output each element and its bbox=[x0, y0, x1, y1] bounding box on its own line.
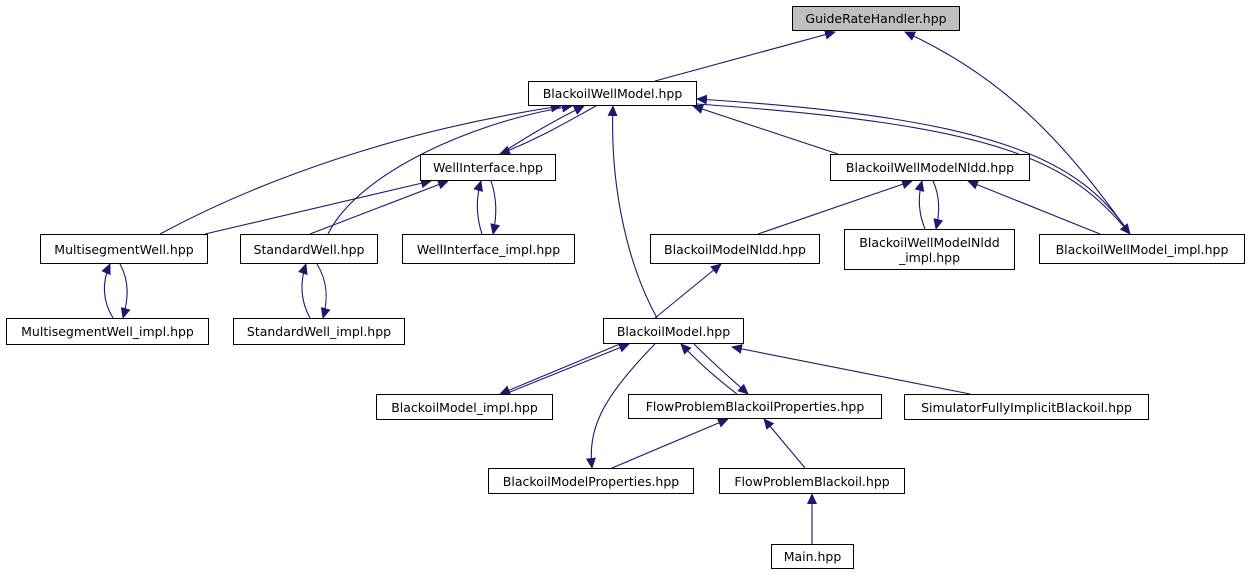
node-multisegmentwell-impl[interactable]: MultisegmentWell_impl.hpp bbox=[6, 318, 209, 345]
edge-bmnldd-bwmnldd bbox=[757, 179, 913, 235]
node-label: FlowProblemBlackoil.hpp bbox=[734, 473, 890, 489]
node-label: BlackoilWellModel.hpp bbox=[542, 86, 683, 101]
edge-sw-bwm bbox=[327, 102, 573, 235]
node-blackoilwellmodelnldd-impl[interactable]: BlackoilWellModelNldd _impl.hpp bbox=[844, 229, 1015, 270]
node-blackoilmodelproperties[interactable]: BlackoilModelProperties.hpp bbox=[488, 468, 694, 494]
node-flowproblemblackoilproperties[interactable]: FlowProblemBlackoilProperties.hpp bbox=[628, 394, 882, 419]
node-label: WellInterface_impl.hpp bbox=[416, 241, 561, 257]
node-label-line1: BlackoilWellModelNldd bbox=[859, 234, 1000, 250]
node-blackoilmodel-impl[interactable]: BlackoilModel_impl.hpp bbox=[376, 394, 553, 420]
edge-sw-wi bbox=[309, 179, 449, 235]
edge-fpb-fpbp bbox=[763, 418, 806, 469]
node-label: MultisegmentWell.hpp bbox=[54, 241, 194, 257]
edge-mswimpl-msw bbox=[101, 263, 114, 319]
edge-bm-bmimpl bbox=[499, 343, 621, 395]
node-blackoilwellmodelnldd[interactable]: BlackoilWellModelNldd.hpp bbox=[830, 154, 1030, 181]
node-label: BlackoilWellModelNldd.hpp bbox=[845, 160, 1015, 175]
edge-bwmimpl-guide bbox=[904, 31, 1131, 235]
node-label: GuideRateHandler.hpp bbox=[805, 11, 947, 26]
node-label: StandardWell.hpp bbox=[253, 241, 365, 257]
node-label: BlackoilModelProperties.hpp bbox=[502, 473, 680, 489]
edge-bwmnldd-bwmnlddimpl bbox=[932, 180, 944, 230]
edge-bwmimpl-bwmnldd bbox=[967, 180, 1101, 235]
edge-wi-wiimpl bbox=[490, 180, 501, 235]
node-flowproblemblackoil[interactable]: FlowProblemBlackoil.hpp bbox=[719, 468, 905, 494]
edge-wi-bwm bbox=[499, 105, 585, 155]
edge-sw-swimpl bbox=[316, 263, 331, 319]
node-label: Main.hpp bbox=[783, 549, 842, 564]
edge-bm-bmp bbox=[585, 343, 656, 469]
node-wellinterface[interactable]: WellInterface.hpp bbox=[420, 154, 556, 181]
node-label: WellInterface.hpp bbox=[433, 160, 543, 175]
edge-bwmimpl-bwm-a bbox=[696, 94, 1131, 235]
edge-bwm-wi bbox=[499, 105, 597, 155]
node-blackoilwellmodel-impl[interactable]: BlackoilWellModel_impl.hpp bbox=[1039, 234, 1245, 264]
edge-bwmnldd-bwm bbox=[692, 104, 839, 155]
edge-bwm-guide bbox=[654, 29, 836, 82]
node-label: SimulatorFullyImplicitBlackoil.hpp bbox=[921, 399, 1132, 415]
node-simulatorfullyimplicitblackoil[interactable]: SimulatorFullyImplicitBlackoil.hpp bbox=[904, 394, 1149, 420]
edge-bm-fpbp bbox=[693, 343, 749, 395]
node-label-line2: _impl.hpp bbox=[898, 249, 961, 265]
edge-swimpl-sw bbox=[298, 263, 311, 319]
node-label: BlackoilWellModel_impl.hpp bbox=[1055, 241, 1229, 257]
edge-bm-bmnldd bbox=[654, 263, 722, 319]
node-label: StandardWell_impl.hpp bbox=[246, 324, 392, 339]
edge-fpbp-bm bbox=[680, 343, 738, 395]
node-wellinterface-impl[interactable]: WellInterface_impl.hpp bbox=[402, 234, 575, 264]
node-guideratehandler[interactable]: GuideRateHandler.hpp bbox=[792, 6, 960, 31]
node-label: BlackoilModelNldd.hpp bbox=[664, 241, 806, 257]
edge-msw-bwm bbox=[159, 102, 562, 235]
edge-bwm-bwmimpl bbox=[696, 103, 1131, 235]
node-label: MultisegmentWell_impl.hpp bbox=[21, 324, 194, 339]
edge-wiimpl-wi bbox=[473, 180, 483, 235]
node-blackoilmodel[interactable]: BlackoilModel.hpp bbox=[603, 318, 744, 344]
node-blackoilwellmodel[interactable]: BlackoilWellModel.hpp bbox=[528, 81, 697, 106]
edge-bmimpl-bm bbox=[504, 343, 630, 395]
edge-bwmnlddimpl-bwmnldd bbox=[914, 180, 926, 230]
edge-bmp-fpbp bbox=[611, 418, 729, 469]
edge-sfib-bm bbox=[731, 344, 971, 395]
edge-msw-mswimpl bbox=[119, 263, 131, 319]
node-multisegmentwell[interactable]: MultisegmentWell.hpp bbox=[40, 234, 208, 264]
node-main[interactable]: Main.hpp bbox=[771, 544, 854, 569]
node-label: BlackoilModel.hpp bbox=[616, 323, 731, 339]
node-standardwell[interactable]: StandardWell.hpp bbox=[240, 234, 378, 264]
node-blackoilmodelnldd[interactable]: BlackoilModelNldd.hpp bbox=[650, 234, 820, 264]
node-label: FlowProblemBlackoilProperties.hpp bbox=[645, 399, 865, 414]
node-label: BlackoilModel_impl.hpp bbox=[391, 399, 538, 415]
edge-msw-wi bbox=[204, 178, 432, 235]
node-standardwell-impl[interactable]: StandardWell_impl.hpp bbox=[233, 318, 405, 345]
edge-bm-bwm bbox=[607, 105, 658, 319]
